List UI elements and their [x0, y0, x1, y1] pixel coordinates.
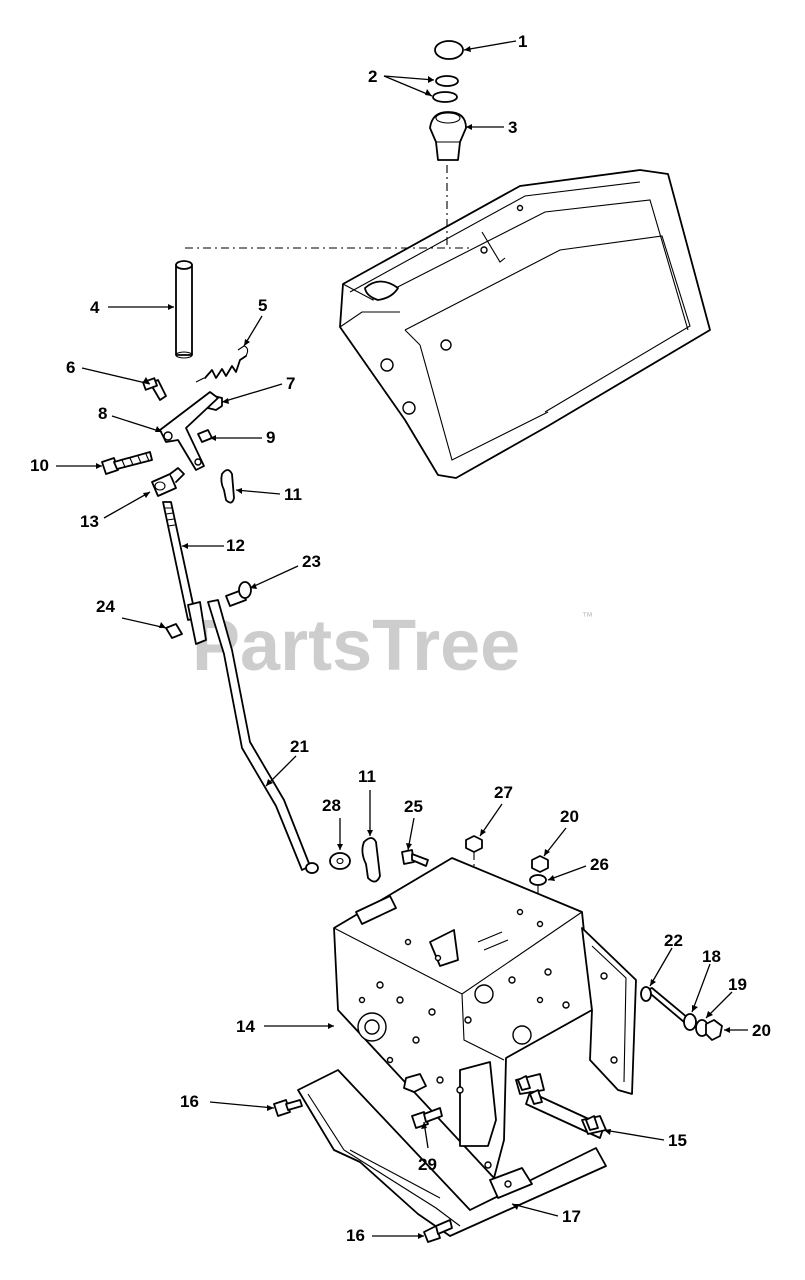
part-bolt-long	[101, 451, 153, 475]
part-pin-right	[640, 986, 689, 1023]
dash-panel-housing	[339, 169, 711, 479]
part-nut-and-washer-upper	[529, 855, 549, 928]
callout-26: 26	[590, 855, 609, 874]
part-mount-screws	[517, 1075, 599, 1131]
parts-tree-watermark: PartsTree	[192, 606, 520, 686]
trademark-symbol: ™	[582, 611, 593, 623]
part-housing-main	[333, 857, 593, 1179]
callout-1: 1	[518, 32, 527, 51]
callout-23: 23	[302, 552, 321, 571]
part-nut-20-right	[705, 1019, 723, 1041]
part-hairpin-lower	[361, 837, 381, 883]
callout-11-upper: 11	[284, 485, 302, 504]
part-bolt-29	[411, 1107, 443, 1129]
callout-14: 14	[236, 1017, 255, 1036]
callout-4: 4	[90, 298, 100, 317]
part-bolt-16-bottom	[423, 1219, 453, 1243]
callout-28: 28	[322, 796, 341, 815]
part-shift-link-rod	[162, 501, 207, 645]
part-bolt-25	[401, 849, 429, 867]
callout-24: 24	[96, 597, 115, 616]
callout-3: 3	[508, 118, 517, 137]
part-spring	[195, 345, 249, 383]
part-lever-rod	[207, 599, 319, 874]
callout-labels: 1 2 3 4 5 6 7 8 9 10 11 12 13 23 24 21 1…	[30, 32, 771, 1245]
callout-9: 9	[266, 428, 275, 447]
callout-13: 13	[80, 512, 99, 531]
callout-22: 22	[664, 931, 683, 950]
callout-15: 15	[668, 1131, 687, 1150]
part-base-plate	[297, 1069, 607, 1237]
part-cap	[434, 40, 464, 60]
callout-27: 27	[494, 783, 513, 802]
callout-16-bottom: 16	[346, 1226, 365, 1245]
callout-10: 10	[30, 456, 49, 475]
callout-12: 12	[226, 536, 245, 555]
part-shift-rod	[175, 260, 193, 359]
callout-11-lower: 11	[358, 767, 376, 786]
callout-19: 19	[728, 975, 747, 994]
callout-16-left: 16	[180, 1092, 199, 1111]
part-washer	[329, 852, 351, 870]
part-hairpin-upper	[220, 469, 235, 504]
callout-20-upper: 20	[560, 807, 579, 826]
callout-20-right: 20	[752, 1021, 771, 1040]
part-knob	[429, 111, 467, 161]
part-washer-18	[683, 1013, 697, 1031]
part-bolt-16-left	[273, 1099, 303, 1117]
leader-lines	[56, 40, 748, 1239]
callout-21: 21	[290, 737, 309, 756]
part-bolt-flange	[225, 581, 252, 607]
part-shift-bracket	[159, 391, 219, 471]
part-swivel	[151, 467, 185, 497]
callout-2: 2	[368, 67, 377, 86]
callout-8: 8	[98, 404, 107, 423]
callout-7: 7	[286, 374, 295, 393]
callout-5: 5	[258, 296, 267, 315]
part-retaining-rings	[432, 75, 459, 103]
part-clip	[197, 429, 213, 443]
callout-18: 18	[702, 947, 721, 966]
callout-6: 6	[66, 358, 75, 377]
callout-17: 17	[562, 1207, 581, 1226]
callout-29: 29	[418, 1155, 437, 1174]
callout-25: 25	[404, 797, 423, 816]
part-screw-small	[165, 623, 183, 639]
